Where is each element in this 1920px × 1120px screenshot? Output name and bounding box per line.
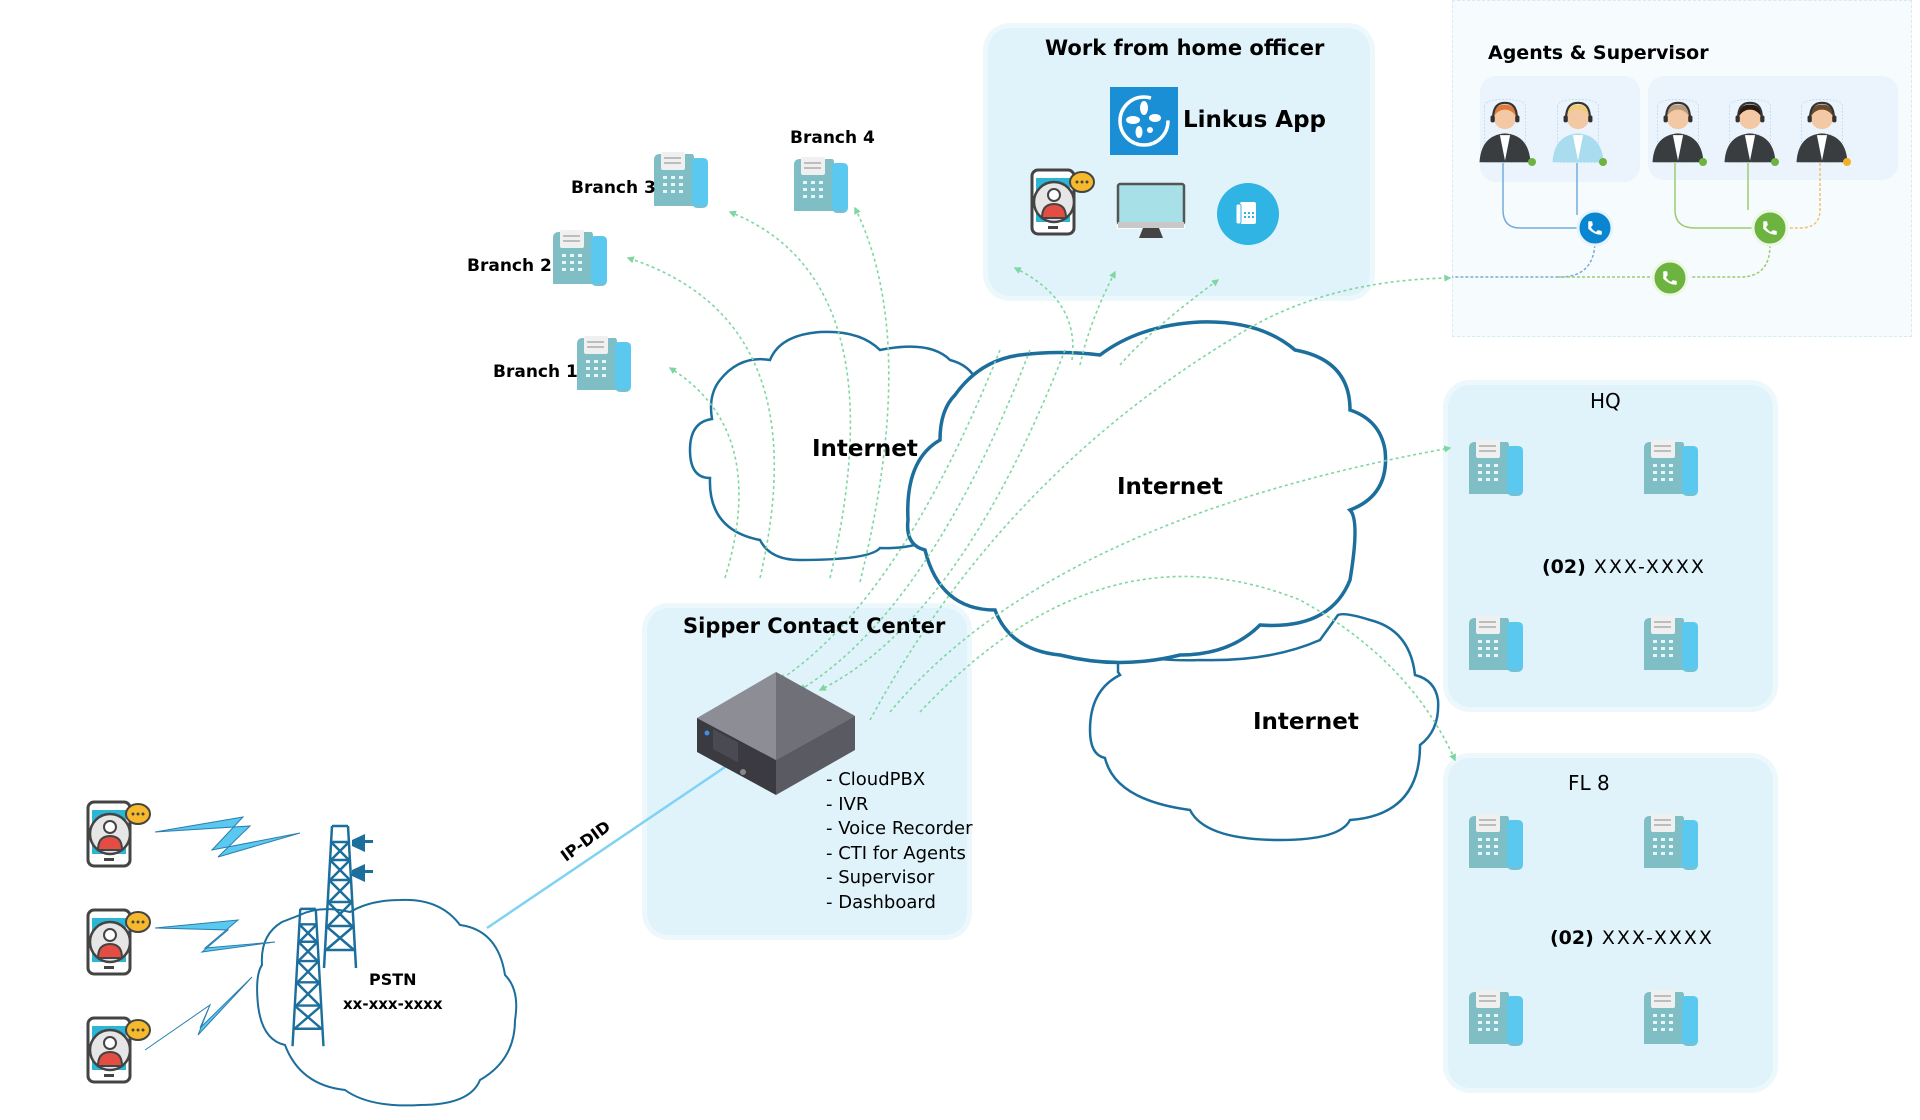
pstn-cloud: [256, 898, 518, 1107]
hq-fax-icon: [1468, 439, 1524, 497]
signal-bolt-icon: [154, 919, 276, 953]
service-item: - CloudPBX: [826, 769, 926, 790]
arrow-to-branch-4: [854, 206, 890, 583]
status-dot-online: [1699, 158, 1707, 166]
pstn-label: PSTN: [369, 970, 417, 989]
fl8-fax-icon: [1643, 813, 1699, 871]
wfh-mobile-icon: [1030, 168, 1096, 236]
status-dot-online: [1528, 158, 1536, 166]
internet-cloud-3: [1088, 612, 1440, 842]
arrow-to-wfh-ipphone: [1119, 279, 1220, 366]
branch-3-fax-icon: [653, 151, 709, 209]
agent-avatar: [1651, 98, 1705, 164]
pstn-number: xx-xxx-xxxx: [343, 995, 443, 1013]
arrow-to-cc-3: [818, 349, 1066, 691]
service-item: - Supervisor: [826, 867, 935, 888]
service-item: - IVR: [826, 793, 869, 815]
signal-bolt-icon: [144, 976, 253, 1051]
status-dot-online: [1771, 158, 1779, 166]
mobile-caller-icon: [86, 1016, 152, 1084]
service-item: - Voice Recorder: [826, 818, 973, 839]
fl8-title: FL 8: [1568, 771, 1610, 795]
server-icon: [697, 672, 855, 795]
arrow-to-hq: [889, 445, 1452, 713]
wfh-title: Work from home officer: [1045, 36, 1325, 60]
arrow-to-branch-1: [668, 367, 740, 579]
services-list: - CloudPBX - IVR - Voice Recorder - CTI …: [826, 768, 973, 915]
fl8-number-digits: XXX-XXXX: [1601, 927, 1714, 949]
branch-4-fax-icon: [793, 156, 849, 214]
fl8-number: (02) XXX-XXXX: [1550, 927, 1714, 949]
supervisor-avatar: [1795, 98, 1849, 164]
mobile-caller-icon: [86, 908, 152, 976]
call-button-blue: [1576, 209, 1614, 247]
service-item: - Dashboard: [826, 891, 936, 913]
agent-avatar: [1551, 98, 1605, 164]
contact-center-title: Sipper Contact Center: [683, 614, 946, 638]
hq-fax-icon: [1643, 615, 1699, 673]
hq-fax-icon: [1643, 439, 1699, 497]
branch-1-label: Branch 1: [493, 362, 578, 382]
arrow-to-cc-2: [798, 349, 1031, 691]
arrow-to-cc-1: [778, 349, 1001, 681]
branch-2-fax-icon: [552, 229, 608, 287]
internet-cloud-2-label: Internet: [1117, 474, 1223, 500]
branch-1-fax-icon: [576, 335, 632, 393]
desktop-monitor-icon: [1116, 182, 1186, 238]
branch-4-label: Branch 4: [790, 128, 875, 148]
fl8-fax-icon: [1643, 989, 1699, 1047]
internet-cloud-3-label: Internet: [1253, 709, 1359, 735]
agent-avatar: [1478, 98, 1532, 164]
arrow-to-fl8: [919, 575, 1456, 762]
service-item: - CTI for Agents: [826, 842, 966, 864]
status-dot-away: [1843, 158, 1851, 166]
internet-cloud-1-label: Internet: [812, 436, 918, 462]
call-button-green: [1751, 209, 1789, 247]
linkus-app-icon: [1110, 87, 1178, 155]
ip-phone-icon: [1217, 183, 1279, 245]
wfh-panel: [988, 28, 1370, 296]
arrow-to-agents: [869, 274, 1452, 721]
call-button-green: [1651, 259, 1689, 297]
agents-title: Agents & Supervisor: [1488, 42, 1709, 64]
arrow-to-wfh-mobile: [1013, 267, 1074, 361]
mobile-caller-icon: [86, 800, 152, 868]
antenna-icon: [352, 834, 373, 882]
linkus-app-label: Linkus App: [1183, 107, 1327, 133]
arrow-to-branch-3: [728, 210, 852, 579]
signal-bolt-icon: [154, 816, 301, 858]
fl8-fax-icon: [1468, 989, 1524, 1047]
hq-number-digits: XXX-XXXX: [1593, 556, 1706, 578]
status-dot-online: [1599, 158, 1607, 166]
hq-area-code: (02): [1542, 556, 1586, 578]
internet-cloud-2: [905, 320, 1388, 665]
branch-3-label: Branch 3: [571, 178, 656, 198]
branch-2-label: Branch 2: [467, 256, 552, 276]
hq-fax-icon: [1468, 615, 1524, 673]
fl8-area-code: (02): [1550, 927, 1594, 949]
hq-title: HQ: [1590, 389, 1621, 413]
fl8-fax-icon: [1468, 813, 1524, 871]
arrow-to-branch-2: [626, 256, 776, 579]
ip-did-link: [486, 763, 729, 930]
hq-number: (02) XXX-XXXX: [1542, 556, 1706, 578]
agent-avatar: [1723, 98, 1777, 164]
